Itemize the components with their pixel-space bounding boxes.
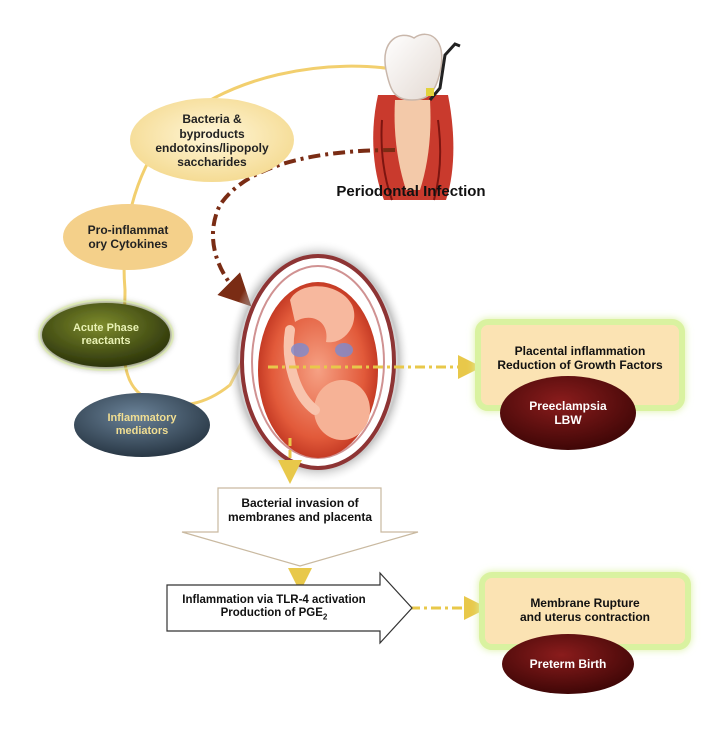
invasion-block-arrow bbox=[181, 487, 419, 567]
preterm-node-shape bbox=[502, 634, 634, 694]
acute-node-shape bbox=[42, 303, 170, 367]
mediators-node-shape bbox=[74, 393, 210, 457]
tlr-label: Inflammation via TLR-4 activation Produc… bbox=[182, 593, 366, 622]
bacteria-node-shape bbox=[130, 98, 294, 182]
acute-node: Acute Phase reactants bbox=[72, 321, 140, 347]
rupture-box: Membrane Rupture and uterus contraction bbox=[519, 595, 650, 624]
bacteria-node: Bacteria & byproducts endotoxins/lipopol… bbox=[155, 112, 269, 170]
preterm-node: Preterm Birth bbox=[529, 656, 607, 671]
placental-box: Placental inflammation Reduction of Grow… bbox=[497, 343, 663, 372]
tlr-block-arrow bbox=[166, 571, 413, 645]
mediators-node: Inflammatory mediators bbox=[107, 411, 177, 437]
infection-arrow bbox=[211, 148, 396, 307]
periodontal-infection-label: Periodontal Infection bbox=[336, 183, 486, 200]
cytokines-node: Pro-inflammat ory Cytokines bbox=[87, 222, 169, 251]
tooth-icon bbox=[373, 33, 461, 201]
preeclampsia-node-shape bbox=[500, 376, 636, 450]
fetus-illustration bbox=[226, 240, 410, 484]
cytokines-node-shape bbox=[63, 204, 193, 270]
preeclampsia-node: Preeclampsia LBW bbox=[529, 398, 607, 427]
invasion-label: Bacterial invasion of membranes and plac… bbox=[227, 495, 373, 524]
